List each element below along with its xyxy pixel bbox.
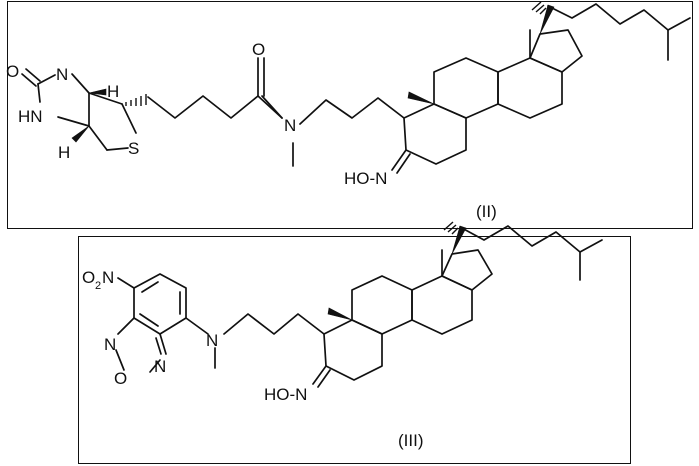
atom-label-o-urea: O	[6, 62, 19, 81]
hashed-methyl-iii	[444, 222, 458, 234]
atom-label-n-amide: N	[284, 116, 296, 135]
atom-label-oxime-ii: HO-N	[344, 169, 387, 188]
atom-label-n-top: N	[56, 65, 68, 84]
structure-caption-ii: (II)	[476, 202, 497, 221]
atom-label-s: S	[128, 139, 139, 158]
structure-iii-panel	[78, 236, 631, 464]
atom-label-hn: HN	[18, 107, 43, 126]
atom-label-h-top: H	[107, 82, 119, 101]
atom-label-h-bottom: H	[58, 143, 70, 162]
atom-label-o-amide: O	[252, 40, 265, 59]
hashed-bond	[126, 94, 146, 106]
steroid-core-ii	[392, 2, 690, 173]
hashed-methyl	[532, 2, 546, 14]
biotin-moiety	[22, 58, 404, 166]
